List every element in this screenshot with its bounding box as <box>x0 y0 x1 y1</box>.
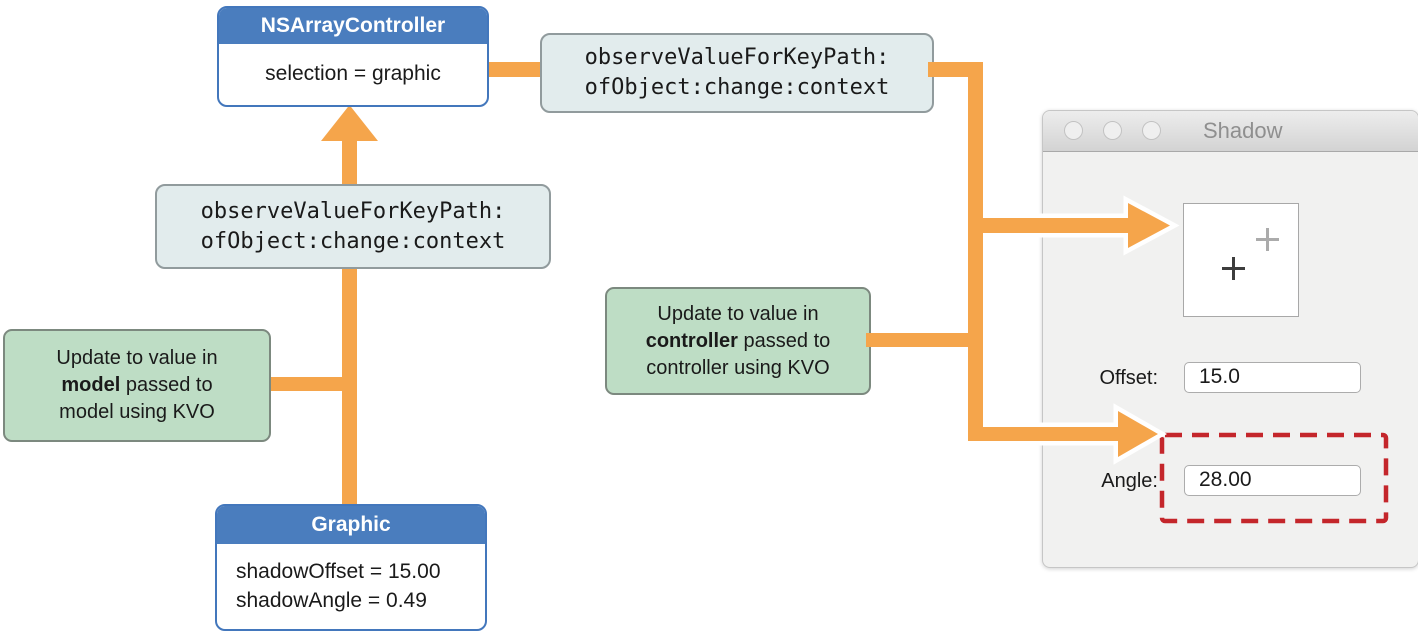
kvo-top-line2: ofObject:change:context <box>584 75 890 100</box>
right-arrow-to-preview-icon <box>1013 203 1170 248</box>
angle-input[interactable]: 28.00 <box>1184 465 1361 496</box>
graphic-shadow-offset: shadowOffset = 15.00 <box>236 559 441 583</box>
controller-to-kvo-connector <box>484 62 542 77</box>
offset-input[interactable]: 15.0 <box>1184 362 1361 393</box>
trunk-vertical-line <box>968 62 983 441</box>
angle-highlight-dashed-border <box>1159 432 1389 524</box>
note-model-line2-rest: passed to <box>120 374 213 396</box>
kvo-mid-line2: ofObject:change:context <box>200 228 506 254</box>
up-arrowhead-icon <box>321 105 378 141</box>
zoom-button[interactable] <box>1142 121 1161 140</box>
kvo-mid-line1: observeValueForKeyPath: <box>200 198 506 224</box>
angle-label: Angle: <box>1101 470 1158 492</box>
nsarraycontroller-box: NSArrayController selection = graphic <box>217 6 489 107</box>
note-model-line3: model using KVO <box>59 401 215 423</box>
offset-label: Offset: <box>1099 367 1158 389</box>
crosshair-dark-icon[interactable] <box>1222 257 1245 280</box>
kvo-top-line1: observeValueForKeyPath: <box>584 45 890 70</box>
graphic-title: Graphic <box>217 506 485 544</box>
note-controller-update: Update to value in controller passed to … <box>605 287 871 395</box>
nsarraycontroller-body: selection = graphic <box>265 61 441 85</box>
graphic-shadow-angle: shadowAngle = 0.49 <box>236 588 427 612</box>
kvo-method-box-mid: observeValueForKeyPath: ofObject:change:… <box>155 184 551 269</box>
branch1-stub <box>976 218 1014 233</box>
kvo-method-box-top: observeValueForKeyPath: ofObject:change:… <box>540 33 934 113</box>
right-arrow-to-angle-icon <box>1013 411 1158 457</box>
graphic-body: shadowOffset = 15.00 shadowAngle = 0.49 <box>217 544 485 627</box>
close-button[interactable] <box>1064 121 1083 140</box>
branch2-stub <box>968 427 1014 441</box>
dashed-rect <box>1159 432 1389 524</box>
note-controller-line2-rest: passed to <box>737 329 831 352</box>
kvo-to-trunk-connector <box>928 62 979 77</box>
shadow-window: Shadow Offset: 15.0 Angle: 28.00 <box>1042 110 1418 568</box>
shadow-offset-preview[interactable] <box>1183 203 1299 317</box>
window-title: Shadow <box>1203 118 1283 143</box>
window-titlebar[interactable]: Shadow <box>1043 111 1418 152</box>
graphic-box: Graphic shadowOffset = 15.00 shadowAngle… <box>215 504 487 631</box>
note-controller-line1: Update to value in <box>657 302 819 325</box>
minimize-button[interactable] <box>1103 121 1122 140</box>
model-note-connector <box>265 377 345 391</box>
note-controller-bold: controller <box>645 329 738 352</box>
note-controller-line3: controller using KVO <box>646 356 830 379</box>
note-controller-line2: controller passed to <box>607 328 869 355</box>
controller-note-connector <box>866 333 970 347</box>
crosshair-gray-icon <box>1256 228 1279 251</box>
note-model-line1: Update to value in <box>56 347 218 369</box>
note-model-update: Update to value in model passed to model… <box>3 329 271 442</box>
note-model-line2: model passed to <box>5 372 269 399</box>
nsarraycontroller-title: NSArrayController <box>219 8 487 44</box>
note-model-bold: model <box>61 374 121 396</box>
